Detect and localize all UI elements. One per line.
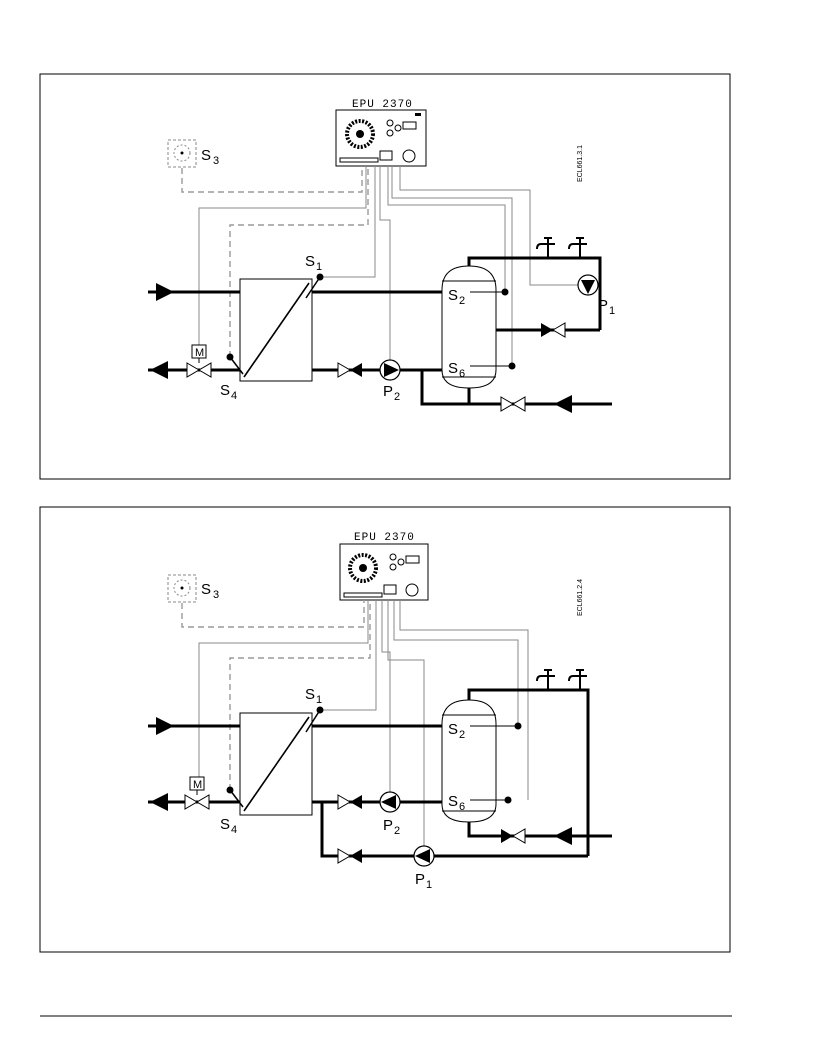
tap-icon [537, 238, 555, 258]
svg-text:S: S [220, 382, 230, 399]
sensor-s4 [227, 354, 234, 361]
svg-text:S: S [448, 793, 458, 810]
controller-label: EPU 2370 [354, 532, 415, 544]
check-valve-icon [338, 363, 362, 377]
svg-text:4: 4 [231, 824, 237, 836]
diagram-frame [40, 507, 730, 952]
flow-arrow-icon [150, 361, 168, 379]
flow-arrow-icon [554, 827, 572, 845]
svg-text:1: 1 [609, 305, 615, 317]
check-valve-icon [338, 795, 362, 809]
diagram-code: ECL661.2.4 [577, 579, 584, 616]
sensor-s6 [509, 363, 516, 370]
sensor-s3: S 3 [168, 140, 219, 167]
svg-text:P: P [383, 383, 393, 400]
flow-arrow-icon [554, 395, 572, 413]
sensor-s4 [227, 787, 234, 794]
svg-text:S: S [201, 581, 211, 598]
svg-text:3: 3 [213, 155, 219, 167]
svg-text:P: P [383, 817, 393, 834]
diagram-code: ECL661.3.1 [577, 145, 584, 182]
flow-arrow-icon [156, 283, 174, 301]
svg-text:2: 2 [394, 825, 400, 837]
check-valve-icon [501, 397, 525, 411]
sensor-s3: S 3 [168, 575, 219, 602]
motor-valve [185, 795, 209, 809]
svg-text:S: S [448, 287, 458, 304]
svg-text:1: 1 [316, 261, 322, 273]
sensor-s2 [502, 289, 509, 296]
svg-text:S: S [201, 147, 211, 164]
flow-arrow-icon [150, 793, 168, 811]
svg-text:S: S [448, 360, 458, 377]
diagram-1: EPU 2370 ECL661.3.1 S 3 [40, 74, 730, 479]
svg-text:S: S [305, 253, 315, 270]
sensor-s1 [317, 707, 324, 714]
check-valve-icon [541, 323, 565, 337]
svg-text:S: S [448, 721, 458, 738]
svg-text:6: 6 [459, 801, 465, 813]
svg-text:3: 3 [213, 589, 219, 601]
svg-text:2: 2 [394, 391, 400, 403]
diagram-2: EPU 2370 ECL661.2.4 S 3 [40, 507, 730, 952]
svg-text:1: 1 [316, 694, 322, 706]
svg-text:P: P [598, 297, 608, 314]
svg-text:2: 2 [459, 295, 465, 307]
sensor-s6 [505, 797, 512, 804]
svg-text:2: 2 [459, 729, 465, 741]
sensor-s1 [317, 274, 324, 281]
svg-text:4: 4 [231, 390, 237, 402]
svg-text:S: S [220, 816, 230, 833]
tap-icon [569, 238, 587, 258]
svg-text:P: P [415, 871, 425, 888]
controller-epu: EPU 2370 [336, 99, 426, 166]
controller-label: EPU 2370 [352, 99, 413, 111]
motor-label: M [195, 347, 204, 359]
diagram-frame [40, 74, 730, 479]
check-valve-icon [338, 849, 362, 863]
motor-label: M [193, 779, 202, 791]
check-valve-icon [501, 829, 525, 843]
tap-icon [569, 670, 587, 690]
controller-epu: EPU 2370 [340, 532, 428, 600]
svg-text:S: S [305, 686, 315, 703]
sensor-s2 [515, 723, 522, 730]
motor-valve [187, 363, 211, 377]
svg-text:6: 6 [459, 368, 465, 380]
tap-icon [537, 670, 555, 690]
svg-text:1: 1 [426, 879, 432, 891]
flow-arrow-icon [156, 717, 174, 735]
